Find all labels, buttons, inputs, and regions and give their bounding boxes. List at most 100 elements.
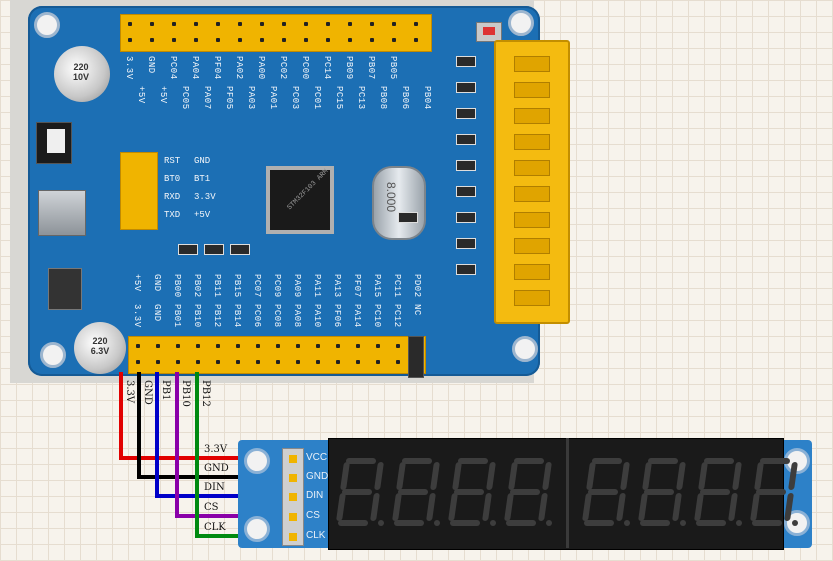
pin-label: 3.3V bbox=[124, 56, 134, 80]
capacitor-bottom: 220 6.3V bbox=[74, 322, 126, 374]
pin-label: PB09 bbox=[344, 56, 354, 80]
pin-label: PB08 bbox=[378, 86, 388, 110]
seven-segment-digit bbox=[750, 458, 798, 526]
pin-label: GND bbox=[152, 274, 162, 292]
seven-segment-digit bbox=[448, 458, 496, 526]
usart-pin-label: +5V bbox=[194, 210, 211, 220]
pin-label: PF07 bbox=[352, 274, 362, 298]
board-pin-label: PB12 bbox=[200, 380, 211, 407]
pin-label: PA08 bbox=[292, 304, 302, 328]
seven-segment-digit bbox=[638, 458, 686, 526]
pin-label: PC05 bbox=[180, 86, 190, 110]
pin-label: +5V bbox=[132, 274, 142, 292]
stm32-chip: STM32F103 ARM bbox=[266, 166, 334, 234]
pin-label: PA09 bbox=[292, 274, 302, 298]
pin-label: PC09 bbox=[272, 274, 282, 298]
wire-label: CS bbox=[204, 502, 219, 513]
pin-label: PB05 bbox=[388, 56, 398, 80]
usart-header bbox=[120, 152, 158, 230]
wire-label: 3.3V bbox=[204, 444, 228, 455]
crystal-oscillator: 8.000 bbox=[372, 166, 426, 240]
power-switch bbox=[36, 122, 72, 164]
crystal-label: 8.000 bbox=[384, 182, 398, 213]
pin-label: PC15 bbox=[334, 86, 344, 110]
module-pin-label: GND bbox=[306, 471, 329, 482]
pin-label: PB04 bbox=[422, 86, 432, 110]
pin-label: PA00 bbox=[256, 56, 266, 80]
seven-segment-digit bbox=[392, 458, 440, 526]
capacitor-top: 220 10V bbox=[54, 46, 110, 102]
usart-pin-label: RST bbox=[164, 156, 181, 166]
board-pin-label: GND bbox=[142, 380, 153, 405]
usart-pin-label: BT1 bbox=[194, 174, 211, 184]
pin-label: PC08 bbox=[272, 304, 282, 328]
voltage-regulator bbox=[48, 268, 82, 310]
pin-label: GND bbox=[146, 56, 156, 74]
seven-segment-digit bbox=[336, 458, 384, 526]
pin-label: PA07 bbox=[202, 86, 212, 110]
pin-label: PF04 bbox=[212, 56, 222, 80]
board-pin-label: PB10 bbox=[180, 380, 191, 407]
pin-label: PC00 bbox=[300, 56, 310, 80]
pin-label: PB11 bbox=[212, 274, 222, 298]
pin-label: PB02 bbox=[192, 274, 202, 298]
board-pin-label: PB1 bbox=[160, 380, 171, 401]
pin-label: PA11 bbox=[312, 274, 322, 298]
display-mount-hole bbox=[244, 448, 270, 474]
pin-label: PB14 bbox=[232, 304, 242, 328]
display-mount-hole bbox=[784, 510, 810, 536]
display-mount-hole bbox=[244, 516, 270, 542]
pin-label: PF05 bbox=[224, 86, 234, 110]
pin-label: PA04 bbox=[190, 56, 200, 80]
usart-pin-label: GND bbox=[194, 156, 211, 166]
usart-pin-label: BT0 bbox=[164, 174, 181, 184]
pin-label: PA10 bbox=[312, 304, 322, 328]
pin-label: PC01 bbox=[312, 86, 322, 110]
pin-label: PB06 bbox=[400, 86, 410, 110]
module-pin-label: DIN bbox=[306, 490, 324, 501]
pin-label: PD02 bbox=[412, 274, 422, 298]
pin-label: PA01 bbox=[268, 86, 278, 110]
module-pin-label: CS bbox=[306, 510, 320, 521]
mounting-hole bbox=[40, 342, 66, 368]
mounting-hole bbox=[508, 10, 534, 36]
jumper-header bbox=[408, 336, 424, 378]
pin-label: PB00 bbox=[172, 274, 182, 298]
seven-segment-digit bbox=[582, 458, 630, 526]
pin-label: PB15 bbox=[232, 274, 242, 298]
wire-label: CLK bbox=[204, 522, 226, 533]
mounting-hole bbox=[34, 12, 60, 38]
pin-label: PC10 bbox=[372, 304, 382, 328]
module-pin-label: VCC bbox=[306, 452, 328, 463]
jtag-connector bbox=[494, 40, 570, 324]
pin-label: PB07 bbox=[366, 56, 376, 80]
pin-label: PA13 bbox=[332, 274, 342, 298]
wire-label: GND bbox=[204, 463, 229, 474]
pin-label: PC07 bbox=[252, 274, 262, 298]
seven-segment-digit bbox=[504, 458, 552, 526]
pin-label: PA03 bbox=[246, 86, 256, 110]
pin-label: +5V bbox=[158, 86, 168, 104]
pin-label: PC04 bbox=[168, 56, 178, 80]
module-pin-label: CLK bbox=[306, 530, 326, 541]
usart-pin-label: TXD bbox=[164, 210, 181, 220]
pin-label: PC12 bbox=[392, 304, 402, 328]
top-pin-header bbox=[120, 14, 432, 52]
usb-port bbox=[38, 190, 86, 236]
pin-label: PB01 bbox=[172, 304, 182, 328]
pin-label: PA02 bbox=[234, 56, 244, 80]
pin-label: PC14 bbox=[322, 56, 332, 80]
board-pin-label: 3.3V bbox=[124, 380, 135, 404]
mounting-hole bbox=[512, 336, 538, 362]
pin-label: PB12 bbox=[212, 304, 222, 328]
usart-pin-label: 3.3V bbox=[194, 192, 216, 202]
pin-label: 3.3V bbox=[132, 304, 142, 328]
pin-label: PC11 bbox=[392, 274, 402, 298]
pin-label: PA14 bbox=[352, 304, 362, 328]
display-connector bbox=[282, 448, 304, 546]
pin-label: PF06 bbox=[332, 304, 342, 328]
pin-label: +5V bbox=[136, 86, 146, 104]
reset-button bbox=[476, 22, 502, 42]
